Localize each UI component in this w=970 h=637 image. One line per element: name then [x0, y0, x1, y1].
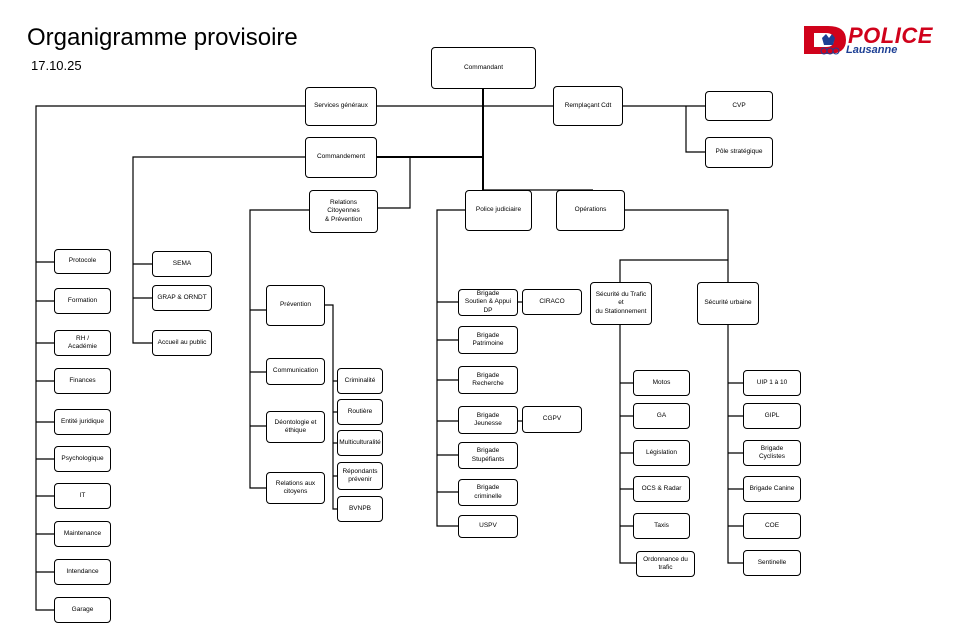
node-accueil-public: Accueil au public [152, 330, 212, 356]
logo-text: POLICE [848, 23, 933, 48]
node-motos: Motos [633, 370, 690, 396]
node-psychologique: Psychologique [54, 446, 111, 472]
node-multiculturalite: Multiculturalité [337, 430, 383, 456]
node-brigade-patrimoine: Brigade Patrimoine [458, 326, 518, 354]
node-formation: Formation [54, 288, 111, 314]
node-bvnpb: BVNPB [337, 496, 383, 522]
node-repondants: Répondants prévenir [337, 462, 383, 490]
node-ocs-radar: OCS & Radar [633, 476, 690, 502]
node-uip: UIP 1 à 10 [743, 370, 801, 396]
node-rh-academie: RH / Académie [54, 330, 111, 356]
node-grap-orndt: GRAP & ORNDT [152, 285, 212, 311]
node-commandant: Commandant [431, 47, 536, 89]
node-deontologie: Déontologie et éthique [266, 411, 325, 443]
page-title: Organigramme provisoire [27, 24, 298, 51]
node-maintenance: Maintenance [54, 521, 111, 547]
node-legislation: Législation [633, 440, 690, 466]
node-relations-citoyens: Relations aux citoyens [266, 472, 325, 504]
node-finances: Finances [54, 368, 111, 394]
node-prevention: Prévention [266, 285, 325, 326]
node-entite-juridique: Entité juridique [54, 409, 111, 435]
node-criminalite: Criminalité [337, 368, 383, 394]
node-brigade-stupefiants: Brigade Stupéfiants [458, 442, 518, 469]
node-gipl: GIPL [743, 403, 801, 429]
node-routiere: Routière [337, 399, 383, 425]
node-cvp: CVP [705, 91, 773, 121]
node-brigade-criminelle: Brigade criminelle [458, 479, 518, 506]
node-services-generaux: Services généraux [305, 87, 377, 126]
node-securite-trafic: Sécurité du Trafic et du Stationnement [590, 282, 652, 325]
node-pole-strategique: Pôle stratégique [705, 137, 773, 168]
logo-city: Lausanne [846, 44, 898, 56]
node-ciraco: CIRACO [522, 289, 582, 315]
node-garage: Garage [54, 597, 111, 623]
node-brigade-recherche: Brigade Recherche [458, 366, 518, 394]
node-sema: SEMA [152, 251, 212, 277]
node-relations-citoyennes: Relations Citoyennes & Prévention [309, 190, 378, 233]
page-date: 17.10.25 [31, 58, 82, 73]
node-intendance: Intendance [54, 559, 111, 585]
node-communication: Communication [266, 358, 325, 385]
node-sentinelle: Sentinelle [743, 550, 801, 576]
node-cgpv: CGPV [522, 406, 582, 433]
node-remplacant-cdt: Remplaçant Cdt [553, 86, 623, 126]
node-brigade-canine: Brigade Canine [743, 476, 801, 502]
node-police-judiciaire: Police judiciaire [465, 190, 532, 231]
node-ordonnance-trafic: Ordonnance du trafic [636, 551, 695, 577]
node-brigade-cyclistes: Brigade Cyclistes [743, 440, 801, 466]
node-protocole: Protocole [54, 249, 111, 274]
node-brigade-soutien: Brigade Soutien & Appui DP [458, 289, 518, 316]
node-taxis: Taxis [633, 513, 690, 539]
node-commandement: Commandement [305, 137, 377, 178]
node-it: IT [54, 483, 111, 509]
node-brigade-jeunesse: Brigade Jeunesse [458, 406, 518, 434]
node-securite-urbaine: Sécurité urbaine [697, 282, 759, 325]
node-coe: COE [743, 513, 801, 539]
node-operations: Opérations [556, 190, 625, 231]
node-ga: GA [633, 403, 690, 429]
police-logo [804, 26, 846, 55]
node-uspv: USPV [458, 515, 518, 538]
